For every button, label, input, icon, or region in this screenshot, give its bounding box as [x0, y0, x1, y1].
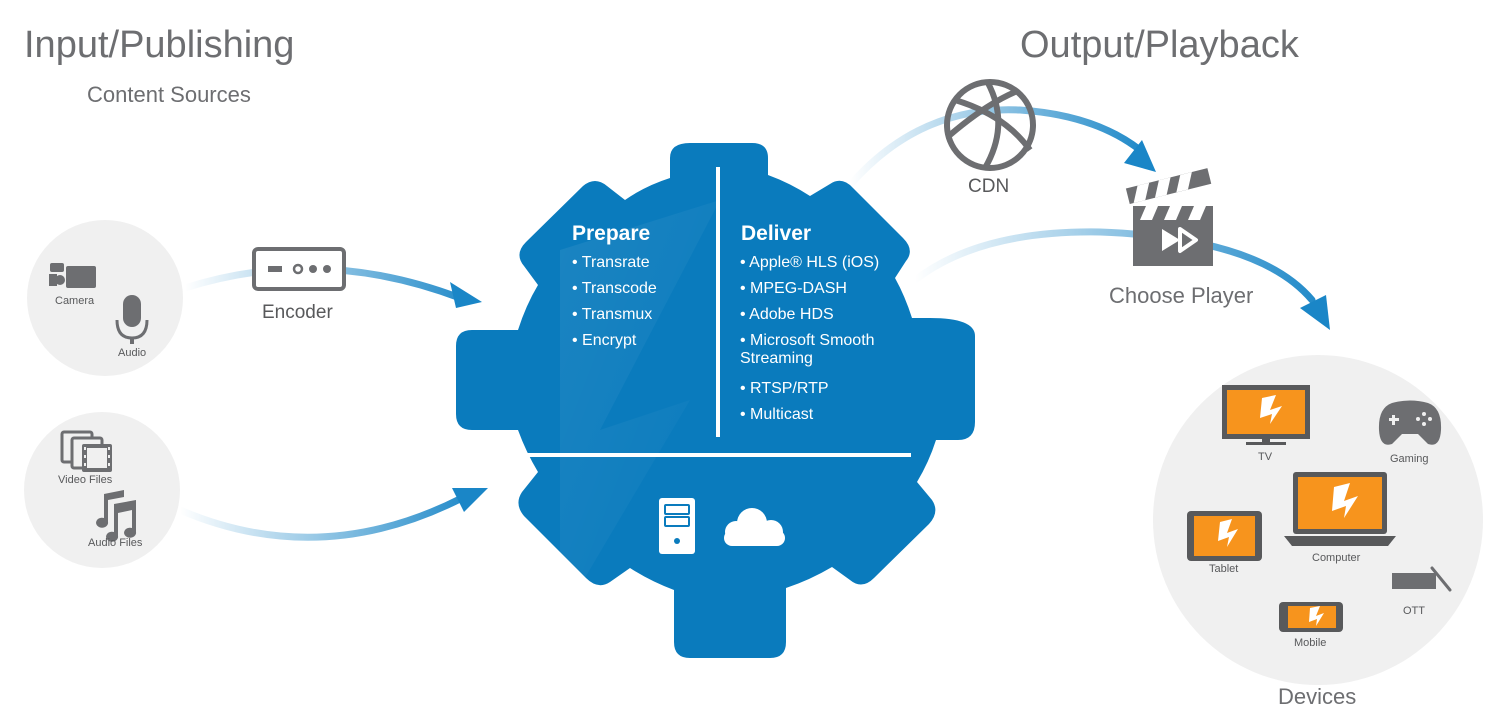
audio-label: Audio: [118, 347, 147, 359]
deliver-item: Adobe HDS: [740, 302, 910, 328]
deliver-item: MPEG-DASH: [740, 276, 910, 302]
live-sources-circle: [27, 220, 183, 376]
horizontal-divider: [525, 453, 911, 457]
camera-label: Camera: [55, 295, 95, 307]
vertical-divider: [716, 167, 720, 437]
gaming-label: Gaming: [1390, 453, 1429, 465]
ott-label: OTT: [1403, 605, 1425, 617]
devices-arrowhead: [1300, 295, 1330, 330]
ott-icon: [1392, 566, 1452, 592]
prepare-item: Transmux: [572, 302, 657, 328]
gamepad-icon: [1378, 400, 1442, 445]
music-notes-icon: [96, 490, 137, 542]
tv-icon: [1222, 385, 1310, 445]
prepare-item: Transrate: [572, 250, 657, 276]
files-to-gear-arrow: [176, 494, 466, 541]
files-arrowhead: [452, 488, 488, 512]
microphone-icon: [115, 295, 149, 344]
input-publishing-title: Input/Publishing: [24, 24, 295, 66]
video-files-label: Video Files: [58, 474, 113, 486]
globe-icon: [944, 79, 1036, 171]
tablet-icon: [1187, 511, 1262, 561]
deliver-list: Apple® HLS (iOS) MPEG-DASH Adobe HDS Mic…: [740, 250, 910, 428]
prepare-item: Encrypt: [572, 328, 657, 354]
encoder-icon: [252, 247, 346, 291]
deliver-item: Apple® HLS (iOS): [740, 250, 910, 276]
cloud-icon: [724, 508, 785, 546]
video-files-icon: [60, 430, 112, 472]
deliver-title: Deliver: [741, 222, 812, 245]
deliver-item: RTSP/RTP: [740, 376, 910, 402]
gear-to-devices-arrow: [911, 228, 1316, 304]
camera-icon: [49, 263, 96, 288]
player-arrowhead: [1124, 140, 1156, 172]
content-sources-subtitle: Content Sources: [87, 82, 251, 107]
computer-label: Computer: [1312, 552, 1361, 564]
mobile-label: Mobile: [1294, 637, 1327, 649]
choose-player-label: Choose Player: [1109, 283, 1254, 308]
encoder-label: Encoder: [262, 302, 333, 323]
encoder-arrowhead: [450, 282, 482, 308]
mobile-icon: [1279, 602, 1343, 632]
deliver-item: Multicast: [740, 402, 910, 428]
output-playback-title: Output/Playback: [1020, 24, 1299, 66]
prepare-item: Transcode: [572, 276, 657, 302]
tablet-label: Tablet: [1209, 563, 1239, 575]
laptop-icon: [1284, 472, 1396, 546]
deliver-item: Microsoft Smooth Streaming: [740, 328, 910, 376]
gear-to-player-arrow: [846, 106, 1144, 189]
server-icon: [659, 498, 695, 554]
prepare-title: Prepare: [572, 222, 651, 245]
clapperboard-icon: [1125, 168, 1213, 266]
tv-label: TV: [1258, 451, 1273, 463]
audio-files-label: Audio Files: [88, 537, 143, 549]
devices-label: Devices: [1278, 684, 1357, 709]
cdn-label: CDN: [968, 176, 1010, 197]
prepare-list: Transrate Transcode Transmux Encrypt: [572, 250, 657, 354]
